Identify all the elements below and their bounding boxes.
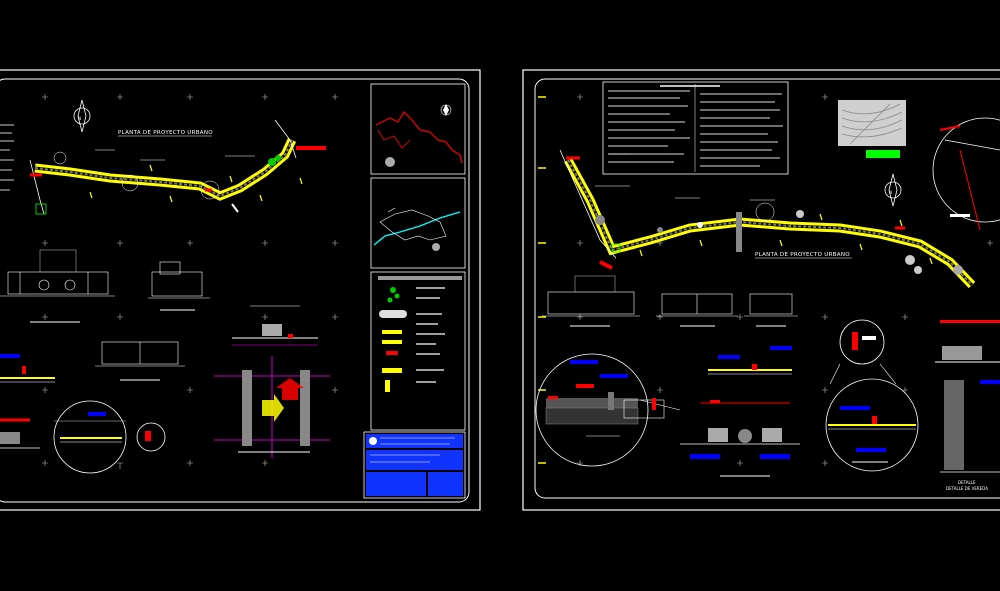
plan-title-left: PLANTA DE PROYECTO URBANO bbox=[118, 130, 213, 136]
section-detail bbox=[232, 305, 318, 346]
profile-detail-left bbox=[0, 354, 55, 383]
river-line bbox=[373, 211, 461, 246]
edge-detail-right: DETALLE DETALLE DE VEREDA bbox=[935, 320, 1000, 491]
logo-seal bbox=[369, 437, 377, 445]
site-map-panel bbox=[370, 177, 466, 269]
north-label: N bbox=[889, 190, 892, 195]
crosshair-icon bbox=[577, 94, 993, 466]
sheet-right-outer-frame bbox=[522, 69, 1000, 511]
north-label: N bbox=[78, 116, 81, 121]
circle-detail-sidewalk bbox=[535, 353, 681, 467]
sheet-right-inner-frame bbox=[534, 78, 1000, 499]
north-arrow-right: N bbox=[884, 173, 902, 207]
elevation-detail-1 bbox=[0, 249, 115, 323]
detail-label: DETALLE bbox=[958, 480, 976, 485]
circle-detail-left bbox=[0, 400, 166, 474]
crossing-detail bbox=[214, 356, 330, 458]
location-map-route bbox=[375, 111, 463, 164]
north-arrow-left: N bbox=[73, 99, 91, 133]
plan-title-right: PLANTA DE PROYECTO URBANO bbox=[755, 252, 850, 258]
sheet-left-inner-frame bbox=[0, 78, 470, 503]
legend-tree-icon bbox=[390, 287, 396, 293]
legend-bench-icon bbox=[379, 310, 407, 318]
road-plan-right: PLANTA DE PROYECTO URBANO bbox=[559, 149, 976, 289]
location-marker bbox=[385, 157, 395, 167]
profile-detail-center bbox=[680, 346, 800, 477]
detail-sublabel: DETALLE DE VEREDA bbox=[946, 486, 988, 491]
elevation-detail-3 bbox=[95, 341, 185, 381]
circle-detail-right bbox=[825, 319, 919, 472]
legend-panel bbox=[370, 271, 466, 431]
notes-panel bbox=[602, 81, 789, 175]
sheet-left: N PLANTA DE PROYECTO URBANO bbox=[0, 69, 481, 511]
road-plan-left bbox=[29, 119, 326, 215]
location-map-panel bbox=[370, 83, 466, 175]
elevation-detail-2 bbox=[148, 261, 210, 311]
elevation-row-right bbox=[542, 275, 798, 327]
sheet-right: N bbox=[522, 69, 1000, 511]
circle-detail-top-right bbox=[932, 117, 1000, 231]
sheet-left-outer-frame bbox=[0, 69, 481, 511]
crosshair-icon bbox=[42, 94, 338, 469]
